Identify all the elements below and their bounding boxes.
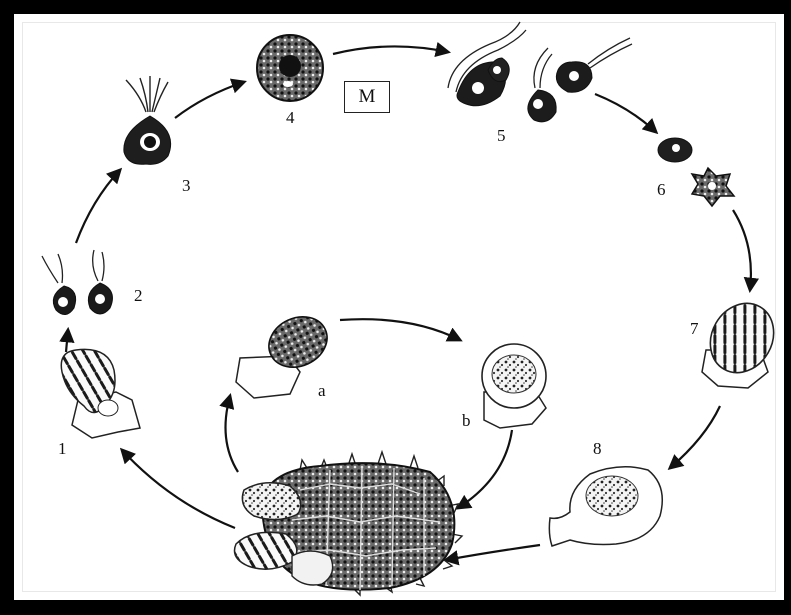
stage-4-zygote bbox=[257, 35, 323, 101]
arrow-3-to-4 bbox=[175, 82, 244, 118]
arrow-colony-to-a bbox=[226, 396, 239, 472]
stage-8-sporangium bbox=[549, 467, 662, 546]
stage-label-4: 4 bbox=[286, 109, 295, 126]
stage-1-germinating-cell bbox=[61, 349, 140, 438]
stage-label-5: 5 bbox=[497, 127, 506, 144]
box-label-text: M bbox=[359, 86, 376, 108]
box-label-m: M bbox=[344, 81, 390, 113]
stage-label-7: 7 bbox=[690, 320, 699, 337]
stage-label-6: 6 bbox=[657, 181, 666, 198]
stage-2-zoospores bbox=[42, 250, 112, 315]
stage-label-3: 3 bbox=[182, 177, 191, 194]
arrow-6-to-7 bbox=[733, 210, 751, 290]
arrow-colony-to-1 bbox=[122, 450, 235, 528]
arrow-5-to-6 bbox=[595, 94, 656, 132]
stage-label-8: 8 bbox=[593, 440, 602, 457]
stage-7-germinating-zygote bbox=[698, 292, 786, 388]
stage-label-2: 2 bbox=[134, 287, 143, 304]
stage-5-gametes bbox=[448, 22, 632, 122]
stage-label-b: b bbox=[462, 412, 471, 429]
stage-3-zoospore bbox=[124, 76, 171, 164]
arrow-b-to-colony bbox=[458, 430, 512, 508]
stage-label-1: 1 bbox=[58, 440, 67, 457]
stage-6-zygotes bbox=[658, 138, 734, 206]
arrow-8-to-colony bbox=[446, 545, 540, 560]
arrow-4-to-5 bbox=[333, 46, 448, 54]
arrow-a-to-b bbox=[340, 319, 460, 340]
stage-b-autospores bbox=[482, 344, 546, 428]
arrow-7-to-8 bbox=[670, 406, 720, 468]
colony-cells bbox=[235, 452, 463, 595]
stage-label-a: a bbox=[318, 382, 326, 399]
arrow-2-to-3 bbox=[76, 170, 120, 243]
arrow-1-to-2 bbox=[66, 330, 68, 352]
